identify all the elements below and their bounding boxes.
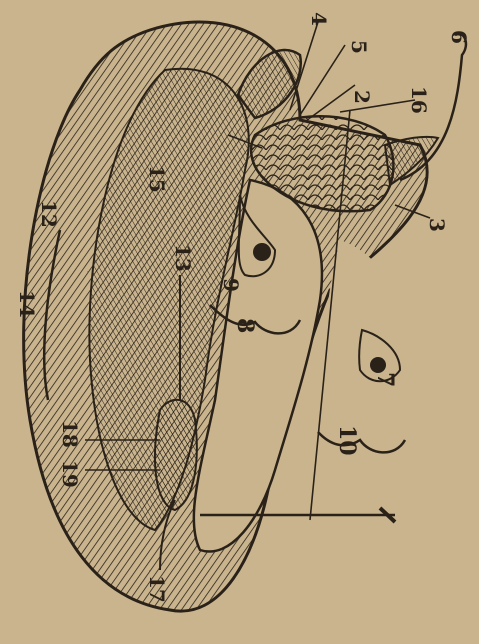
label-6: 6 bbox=[447, 30, 471, 44]
label-14: 14 bbox=[15, 290, 39, 318]
label-4: 4 bbox=[307, 12, 331, 26]
label-19: 19 bbox=[58, 460, 82, 488]
label-5: 5 bbox=[347, 40, 371, 54]
label-8: 8 bbox=[232, 318, 258, 333]
label-10: 10 bbox=[334, 425, 360, 456]
label-18: 18 bbox=[58, 420, 82, 448]
label-12: 12 bbox=[37, 200, 61, 228]
label-13: 13 bbox=[171, 244, 195, 272]
label-16: 16 bbox=[407, 86, 431, 114]
label-7: 7 bbox=[372, 372, 398, 387]
label-2: 2 bbox=[350, 90, 374, 104]
label-17: 17 bbox=[145, 575, 169, 603]
label-9: 9 bbox=[219, 278, 243, 292]
label-3: 3 bbox=[425, 218, 449, 232]
label-15: 15 bbox=[145, 165, 169, 193]
